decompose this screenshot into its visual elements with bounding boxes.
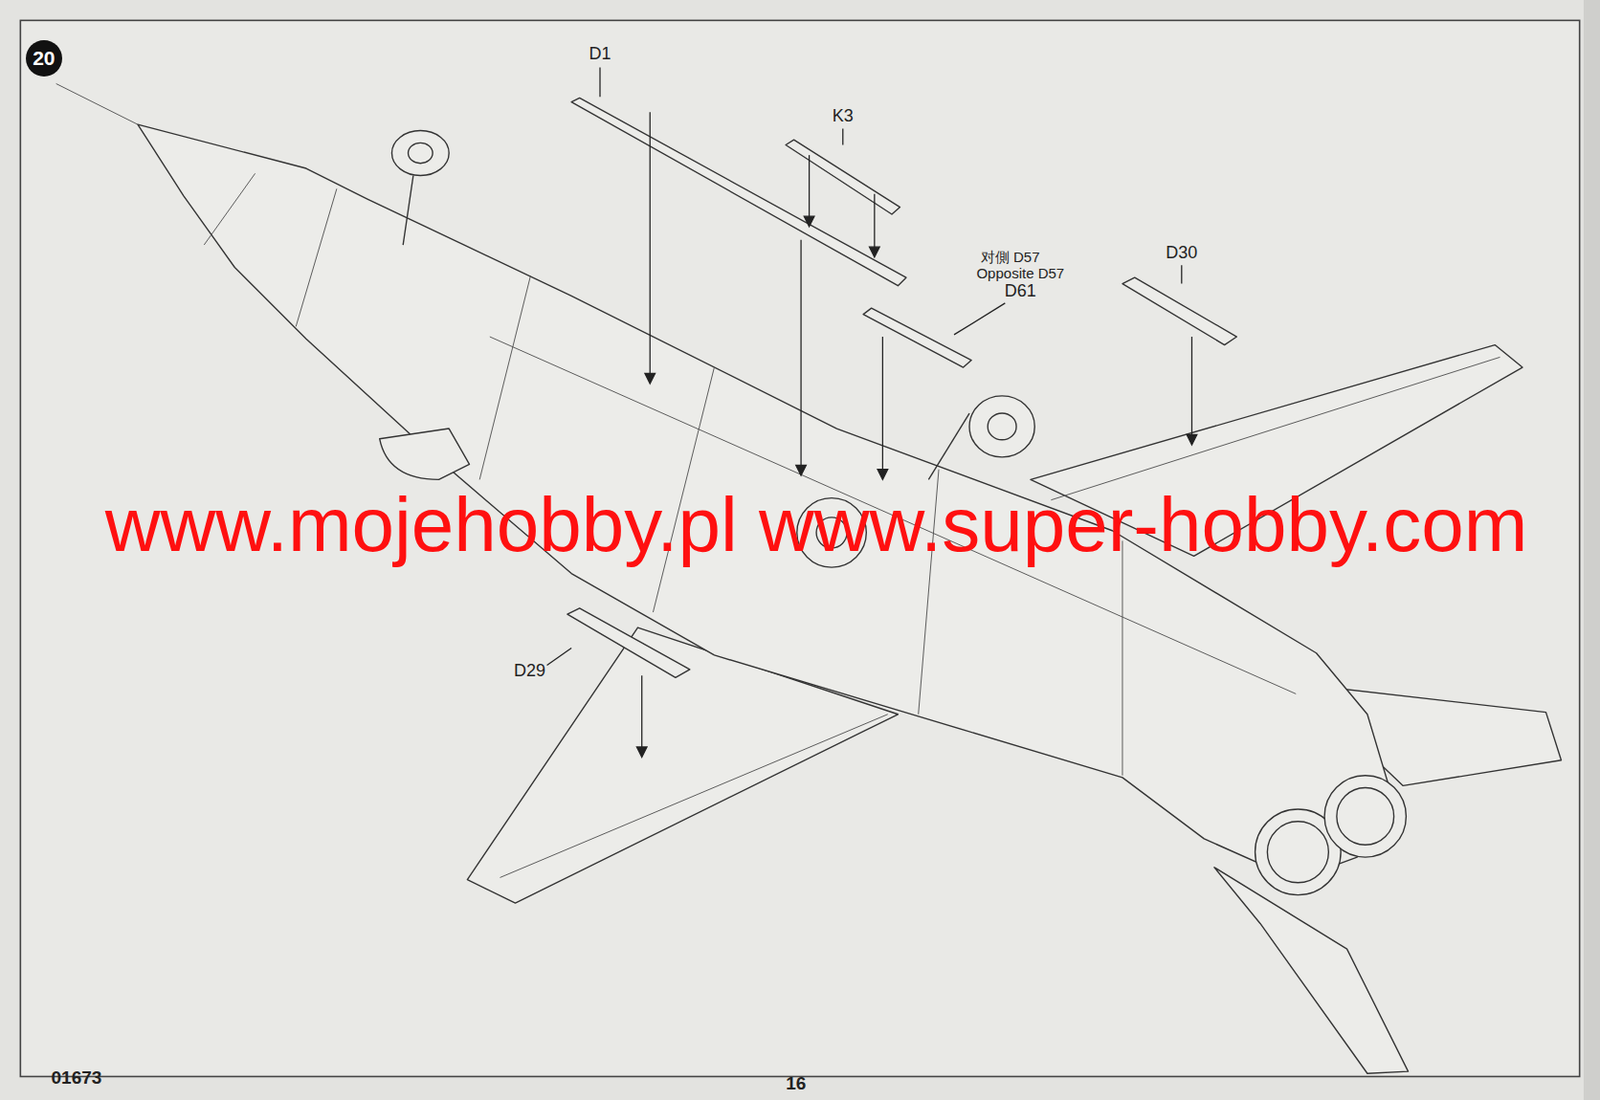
part-label: D29 — [513, 662, 546, 682]
watermark: www.mojehobby.pl www.super-hobby.com — [105, 483, 1529, 568]
part-label: D1 — [588, 44, 611, 65]
kit-number: 01673 — [51, 1068, 103, 1089]
part-label: D61 — [1004, 282, 1037, 302]
part-note: 对側 D57 — [980, 249, 1041, 267]
step-number: 20 — [32, 46, 55, 70]
part-label: D30 — [1165, 244, 1198, 264]
part-note: Opposite D57 — [976, 266, 1065, 283]
step-number-circle: 20 — [25, 40, 63, 77]
part-label: K3 — [832, 107, 854, 127]
page-number: 16 — [785, 1074, 806, 1095]
